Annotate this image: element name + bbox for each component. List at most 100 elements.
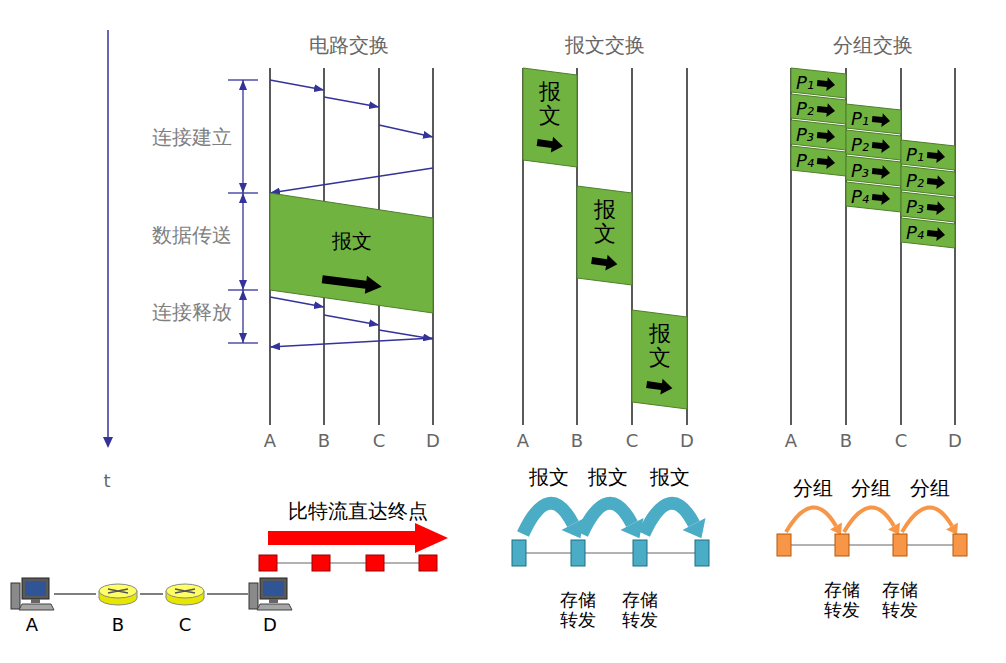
signal-arrow [379,125,433,137]
hop-arrow [786,507,842,534]
direction-arrow [926,226,945,242]
tower-case [11,583,20,609]
packet-label: P₄ [796,151,814,171]
signal-arrow [324,315,379,325]
keyboard [257,604,292,610]
packet-box-outline [901,140,955,170]
switch-cube [259,555,277,571]
signal-arrow [379,330,433,339]
packet-label: P₂ [796,99,814,119]
phase-bracket [242,290,243,343]
packet-box: P₂ [791,94,846,124]
switch-cube [419,555,437,571]
message-block: 报文 [577,186,632,285]
switch-cube [777,534,791,556]
router-top [99,584,137,598]
hop-label: 报文 [588,465,628,489]
packet-box: P₃ [846,156,901,186]
hop-label: 分组 [793,476,833,500]
direction-arrow [646,377,674,396]
hop-label: 分组 [910,476,950,500]
link-wire [268,562,428,563]
router-top [166,584,204,598]
switch-cube [571,540,585,566]
message-label: 报文 [594,198,616,246]
router-node-shape [163,576,207,612]
node-letter: D [680,430,694,452]
axis-label: t [103,470,110,492]
router-arrows [108,589,128,593]
store-forward-label: 存储 转发 [621,590,659,630]
store-forward-label: 存储 转发 [559,590,597,630]
packet-box-outline [791,94,846,124]
switch-cube [953,534,967,556]
signal-arrow [270,338,433,347]
monitor [22,578,49,599]
direction-arrow [321,270,383,295]
router-node: B [96,576,140,636]
column-title: 分组交换 [833,33,913,57]
switch-cube [893,534,907,556]
switch-cube [512,540,526,566]
hop-arrow [644,503,706,538]
message-block: 报文 [523,68,577,167]
node-letter: C [895,430,908,452]
phase-bracket [242,193,243,290]
hop-arrow [902,507,958,534]
message-block-outline [577,186,632,285]
packet-label: P₃ [796,125,814,145]
message-block-outline [632,310,687,409]
direction-arrow [871,138,890,154]
phase-label: 连接释放 [152,300,232,324]
store-forward-label: 存储 转发 [881,580,919,620]
switch-cube [695,540,709,566]
signal-arrow [270,168,433,193]
switch-cube [633,540,647,566]
node-letter: C [373,430,386,452]
node-letter: C [626,430,639,452]
node-letter: B [318,430,330,452]
data-band-outline [270,193,433,313]
packet-label: P₁ [906,145,924,165]
packet-box-outline [791,120,846,150]
network-link [207,593,248,595]
node-letter: D [426,430,440,452]
packet-box: P₁ [846,104,901,134]
hop-arrow [523,503,585,538]
packet-box-outline [901,218,955,248]
message-label: 报文 [649,322,671,370]
node-label: B [96,614,140,635]
direction-arrow [871,190,890,206]
direction-arrow [926,148,945,164]
phase-tick [228,289,258,290]
node-label: C [163,614,207,635]
message-block-outline [523,68,577,167]
direction-arrow [871,164,890,180]
band-label: 报文 [270,229,433,253]
packet-label: P₂ [851,135,869,155]
packet-box: P₄ [791,146,846,176]
packet-box: P₁ [901,140,955,170]
node-letter: A [264,430,276,452]
packet-box: P₃ [901,192,955,222]
packet-label: P₂ [906,171,924,191]
phase-bracket [242,80,243,193]
direction-arrow [871,112,890,128]
phase-label: 连接建立 [152,125,232,149]
packet-label: P₄ [851,187,869,207]
message-block: 报文 [632,310,687,409]
hop-arrow [844,507,900,534]
packet-box-outline [846,104,901,134]
packet-box: P₂ [901,166,955,196]
keyboard [19,604,54,610]
packet-label: P₁ [796,73,814,93]
direction-arrow [816,102,835,118]
router-node: C [163,576,207,636]
packet-box-outline [791,146,846,176]
host-computer: D [248,576,292,636]
bitstream-arrow [268,523,448,553]
data-band: 报文 [270,193,433,313]
switch-cube [835,534,849,556]
